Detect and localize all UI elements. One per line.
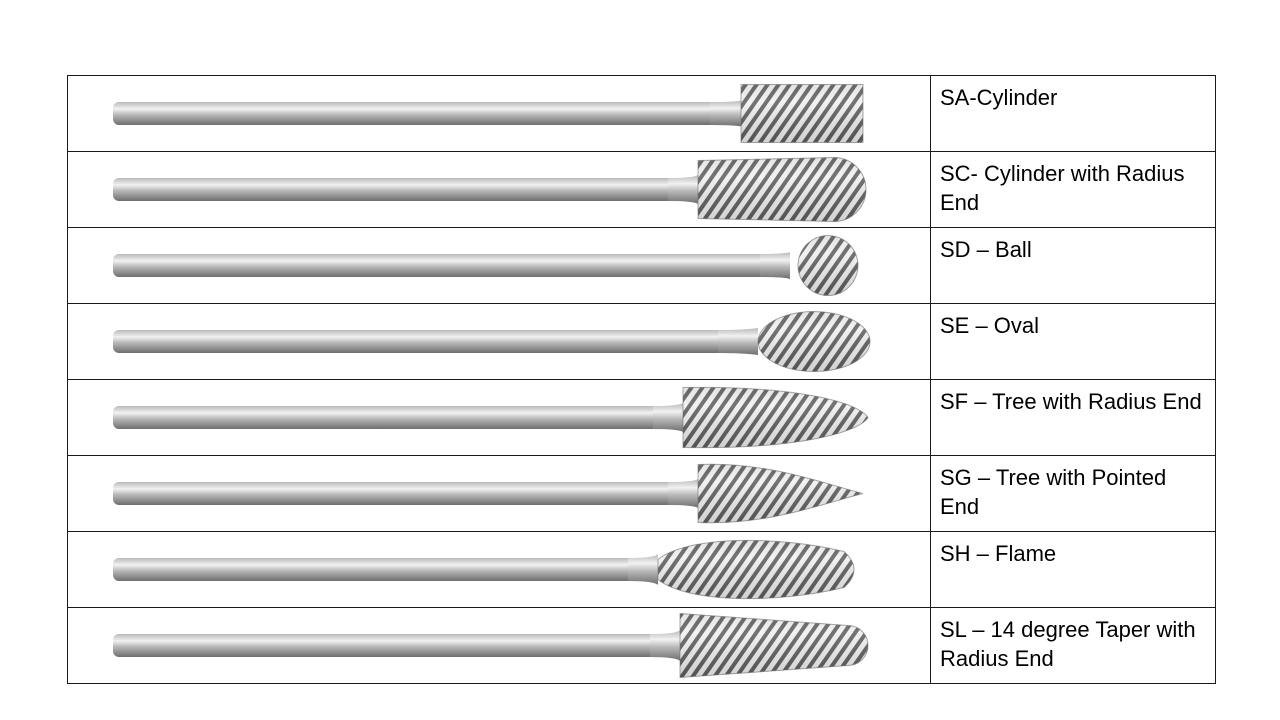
burr-image-cell: [67, 75, 931, 152]
burr-label: SA-Cylinder: [930, 75, 1216, 152]
taper-burr-icon: [113, 612, 869, 679]
neck: [668, 175, 698, 204]
shank: [113, 406, 683, 429]
neck: [653, 403, 683, 432]
ball-burr-icon: [113, 235, 859, 296]
burr-shapes-table: SA-Cylinder SC- Cylinder with Radius End…: [67, 75, 1216, 684]
shank: [113, 178, 698, 201]
burr-label: SE – Oval: [930, 303, 1216, 380]
neck: [628, 554, 658, 585]
shank: [113, 558, 658, 581]
neck: [718, 328, 758, 355]
burr-image-cell: [67, 455, 931, 532]
flutes: [741, 84, 863, 143]
oval-burr-icon: [113, 311, 871, 373]
flutes: [758, 311, 870, 372]
shank: [113, 634, 680, 657]
burr-label: SD – Ball: [930, 227, 1216, 304]
table-row: SL – 14 degree Taper with Radius End: [67, 607, 1216, 684]
flutes: [698, 157, 866, 222]
table-row: SF – Tree with Radius End: [67, 379, 1216, 456]
table-row: SH – Flame: [67, 531, 1216, 608]
table-row: SD – Ball: [67, 227, 1216, 304]
burr-label: SC- Cylinder with Radius End: [930, 151, 1216, 228]
table-row: SC- Cylinder with Radius End: [67, 151, 1216, 228]
burr-label: SH – Flame: [930, 531, 1216, 608]
flutes: [658, 540, 854, 599]
cylinder-radius-burr-icon: [113, 156, 867, 223]
burr-image-cell: [67, 227, 931, 304]
burr-image-cell: [67, 531, 931, 608]
neck: [710, 100, 741, 127]
neck: [668, 479, 698, 508]
neck: [650, 630, 680, 661]
table-row: SA-Cylinder: [67, 75, 1216, 152]
tree-pointed-burr-icon: [113, 463, 864, 524]
burr-label: SL – 14 degree Taper with Radius End: [930, 607, 1216, 684]
cylinder-burr-icon: [113, 84, 864, 143]
shank: [113, 482, 698, 505]
burr-image-cell: [67, 379, 931, 456]
shank: [113, 330, 748, 353]
table-row: SE – Oval: [67, 303, 1216, 380]
tree-radius-burr-icon: [113, 386, 869, 449]
shank: [113, 102, 740, 125]
burr-label: SG – Tree with Pointed End: [930, 455, 1216, 532]
flutes: [680, 613, 868, 678]
burr-label: SF – Tree with Radius End: [930, 379, 1216, 456]
neck: [760, 252, 790, 279]
burr-image-cell: [67, 303, 931, 380]
flutes: [798, 235, 858, 296]
table-row: SG – Tree with Pointed End: [67, 455, 1216, 532]
burr-image-cell: [67, 151, 931, 228]
shank: [113, 254, 790, 277]
burr-image-cell: [67, 607, 931, 684]
flame-burr-icon: [113, 539, 855, 600]
flutes: [698, 464, 863, 523]
flutes: [683, 387, 868, 448]
